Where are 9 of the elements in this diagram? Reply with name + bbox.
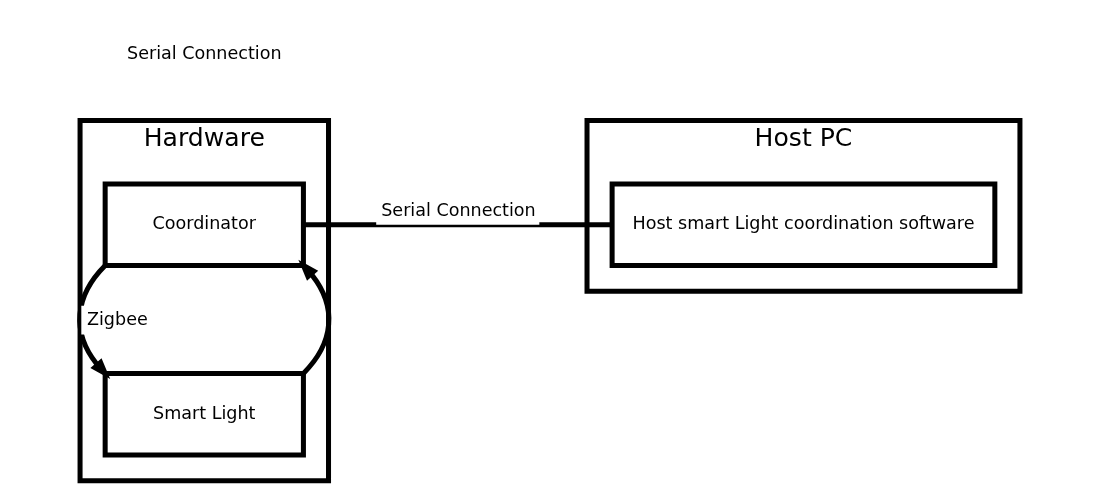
edge-label: Zigbee — [86, 309, 148, 330]
label: Serial Connection — [126, 42, 282, 63]
node-box: Smart Light — [102, 370, 306, 458]
node-box: Coordinator — [102, 181, 306, 268]
node-box: Host smart Light coordination software — [609, 181, 997, 268]
arrow — [76, 263, 110, 380]
edge-label: Serial Connection — [380, 199, 536, 220]
arrow — [297, 259, 331, 376]
connector — [303, 222, 612, 228]
